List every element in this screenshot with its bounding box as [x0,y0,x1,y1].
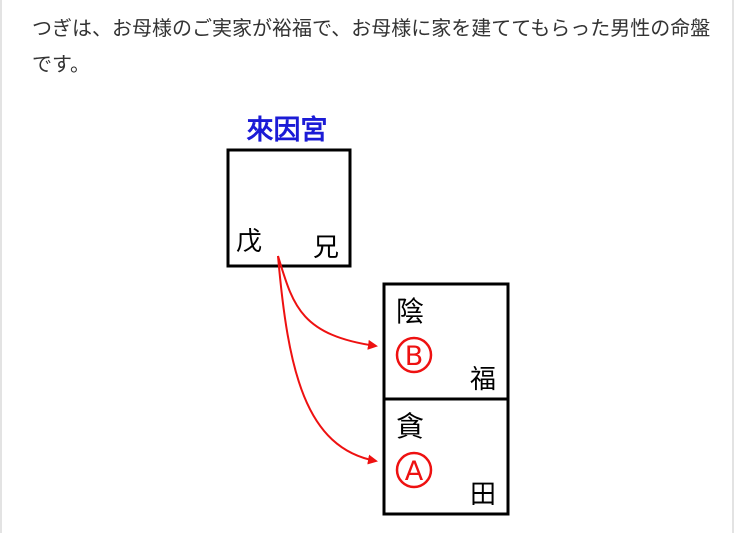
heavenly-stem-label: 戊 [236,227,262,257]
marker-circle-b [395,336,433,374]
intro-paragraph: つぎは、お母様のご実家が裕福で、お母様に家を建ててもらった男性の命盤です。 [32,16,711,76]
top-palace-box [226,148,352,268]
marker-circle-a [395,451,433,489]
arrow-to-b [277,255,378,350]
palace-label-upper: 福 [470,365,496,395]
palace-title: 來因宮 [247,114,328,146]
right-border [732,0,734,533]
left-border [0,0,2,533]
palace-label-lower: 田 [470,480,496,510]
palace-name-label: 兄 [313,233,339,263]
star-label-lower: 貪 [396,410,424,443]
marker-label-b: B [405,341,424,372]
star-label-upper: 陰 [396,295,424,328]
marker-label-a: A [405,456,424,487]
arrow-to-a [277,255,378,465]
